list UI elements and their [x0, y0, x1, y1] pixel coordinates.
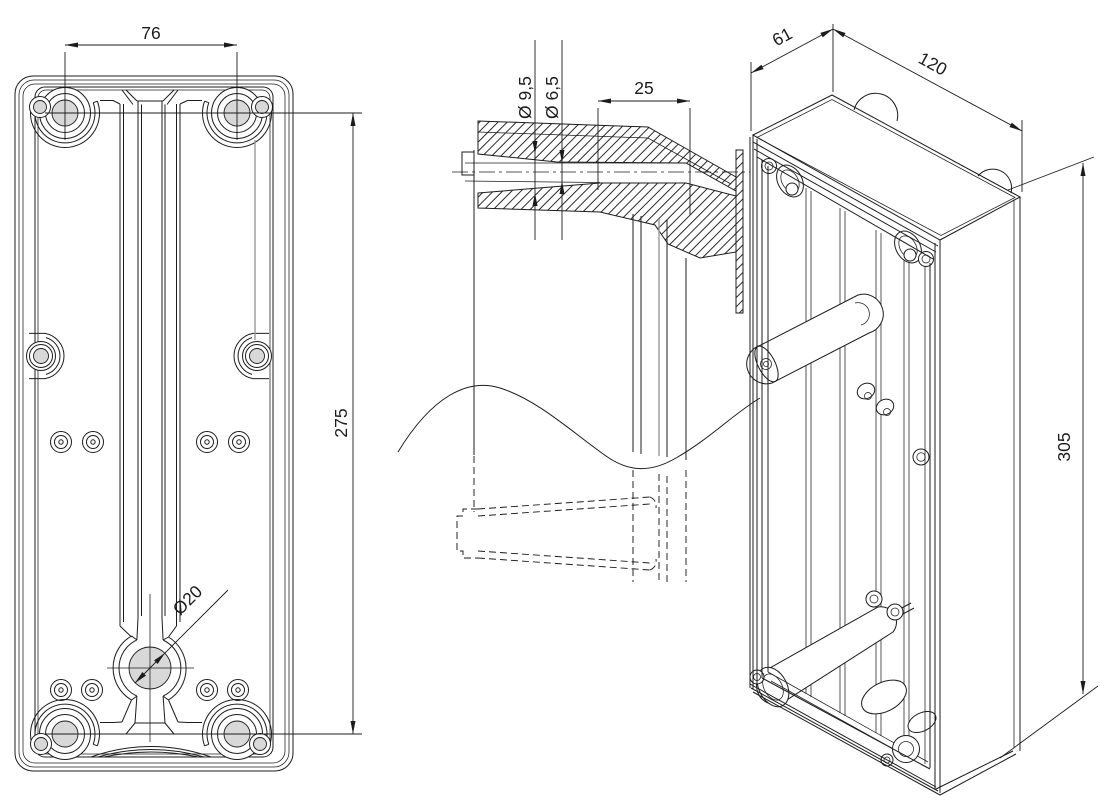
- dimension-76: 76: [64, 23, 238, 140]
- dim-label-61: 61: [769, 23, 796, 50]
- pilot-hole-top-right: [251, 96, 273, 118]
- side-boss-left: [26, 332, 65, 380]
- dimension-275: 275: [45, 112, 362, 735]
- iso-view: [746, 92, 1022, 796]
- box-edges: [749, 135, 1021, 796]
- outer-frame-3: [22, 83, 286, 764]
- pilot-hole-bottom-left: [30, 733, 52, 755]
- hidden-dome-below: [456, 456, 687, 582]
- front-plate-section: [735, 149, 744, 314]
- dim-label-25: 25: [634, 78, 653, 98]
- interior-small-bosses: [856, 382, 930, 466]
- knockout-ring: [50, 679, 72, 701]
- front-view: [14, 75, 294, 772]
- screw-recess-stub: [461, 151, 474, 176]
- outer-frame-2: [18, 79, 290, 768]
- dimension-o95: Ø 9,5: [515, 40, 538, 240]
- screw-tunnel-upper: [746, 293, 884, 385]
- knockout-ring: [81, 679, 103, 701]
- dimension-o65: Ø 6,5: [542, 40, 565, 240]
- bore-line-lower: [464, 180, 601, 183]
- dim-label-o20: Ø20: [169, 581, 207, 619]
- inner-panel-2: [37, 89, 271, 755]
- top-dome-bump-2: [977, 168, 1013, 194]
- section-view: [397, 120, 761, 582]
- bottom-screw-boss: [892, 735, 920, 763]
- break-line: [397, 384, 761, 470]
- screw-tunnel-lower: [756, 590, 904, 708]
- interior-screw-boss-top-left: [761, 158, 804, 198]
- dim-label-120: 120: [915, 48, 950, 80]
- floor-hole: [861, 679, 907, 715]
- top-dome-bump: [853, 92, 899, 122]
- interior-screw-boss-top-right: [894, 230, 934, 267]
- floor-hole-2: [907, 710, 937, 734]
- knockout-ring: [228, 431, 250, 453]
- dimension-25: 25: [597, 78, 691, 215]
- top-face-inner: [756, 99, 1016, 236]
- dome-upper-wall-section: [477, 120, 737, 192]
- center-channel: [100, 89, 202, 735]
- knockout-ring: [82, 431, 104, 453]
- dim-label-76: 76: [141, 23, 160, 43]
- dim-label-o95: Ø 9,5: [515, 76, 535, 119]
- knockout-ring: [196, 679, 218, 701]
- side-boss-right: [233, 332, 272, 380]
- pilot-hole-bottom-right: [249, 733, 271, 755]
- outer-frame: [14, 75, 294, 772]
- dim-label-305: 305: [1054, 432, 1074, 461]
- dimension-305: 305: [999, 156, 1099, 759]
- pilot-hole-top-left: [29, 96, 51, 118]
- dim-label-275: 275: [331, 408, 351, 437]
- dim-label-o65: Ø 6,5: [542, 76, 562, 119]
- knockout-ring: [227, 679, 249, 701]
- bottom-cable-dome: [90, 746, 212, 758]
- knockout-ring: [50, 431, 72, 453]
- box-walls-below: [632, 214, 687, 460]
- dome-lower-wall-section: [477, 182, 737, 259]
- knockout-ring: [196, 431, 218, 453]
